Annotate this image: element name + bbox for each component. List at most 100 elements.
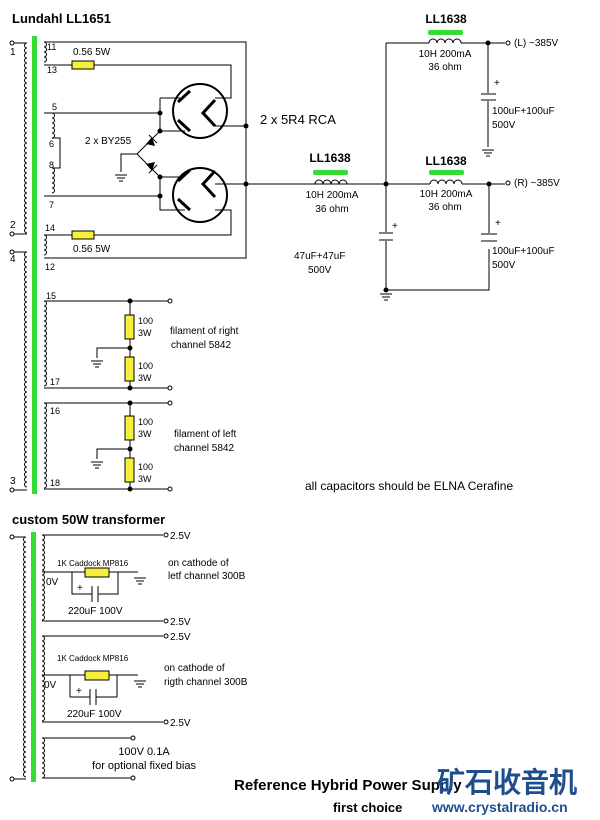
choke-right-spec1: 10H 200mA [420, 189, 473, 200]
cap-left-voltage: 500V [492, 120, 516, 131]
coil-8-7 [51, 167, 55, 194]
fil-r-r1-power: 3W [138, 328, 152, 338]
diodes-label: 2 x BY255 [85, 136, 132, 147]
rectifier-label: 2 x 5R4 RCA [260, 112, 336, 127]
cap-left-polarity: + [494, 78, 500, 89]
heater-r-top-voltage: 2.5V [170, 632, 191, 643]
choke-left-spec2: 36 ohm [428, 62, 461, 73]
primary-coil-1-2 [24, 42, 28, 234]
fil-l-label2: channel 5842 [174, 443, 234, 454]
resistor-0.56-top [71, 60, 95, 70]
choke-right-spec2: 36 ohm [428, 202, 461, 213]
heater-l-cap-polarity: + [77, 583, 83, 594]
primary-winding [14, 42, 28, 491]
bias-label2: for optional fixed bias [92, 760, 196, 772]
coil-16-18 [43, 402, 47, 489]
heater-transformer-title: custom 50W transformer [12, 512, 165, 527]
heater-r-cap-polarity: + [76, 686, 82, 697]
choke-right [429, 170, 464, 185]
pin-1-label: 1 [10, 47, 16, 58]
wire [94, 64, 232, 99]
diode-by255-pair [114, 130, 161, 182]
pin-14-label: 14 [45, 223, 55, 233]
heater-coil-right [41, 635, 45, 722]
pin-6-label: 6 [49, 139, 54, 149]
bias-winding-circuit [42, 735, 136, 781]
heater-l-cap: 220uF 100V [68, 606, 123, 617]
output-left-terminal [505, 40, 511, 46]
primary-terminal [9, 231, 15, 237]
capacitor-note: all capacitors should be ELNA Cerafine [305, 479, 513, 493]
pin-5-label: 5 [52, 102, 57, 112]
heater-r-label1: on cathode of [164, 663, 225, 674]
choke-main-spec2: 36 ohm [315, 204, 348, 215]
heater-r-resistor: 1K Caddock MP816 [57, 654, 129, 663]
footer-title: Reference Hybrid Power Supply [234, 777, 462, 794]
resistor-0.56-bottom [71, 230, 95, 240]
heater-r-cap: 220uF 100V [67, 709, 122, 720]
pin-11-label: 11 [47, 42, 56, 52]
coil-15-17 [43, 300, 47, 387]
heater-r-zero: 0V [44, 680, 57, 691]
filament-left-circuit [44, 400, 173, 492]
cap-47-voltage: 500V [308, 265, 332, 276]
pin-13-label: 13 [47, 65, 57, 75]
choke-main [313, 170, 348, 185]
heater-r-label2: rigth channel 300B [164, 677, 248, 688]
primary-coil-4-3 [24, 251, 28, 488]
heater-coil-left [41, 534, 45, 621]
fil-l-r2-value: 100 [138, 462, 153, 472]
heater-primary-terminal [9, 534, 15, 540]
heater-l-top-voltage: 2.5V [170, 531, 191, 542]
heater-l-resistor: 1K Caddock MP816 [57, 559, 129, 568]
watermark-chinese: 矿石收音机 [437, 766, 577, 798]
coil-5-6 [51, 112, 55, 139]
choke-main-spec1: 10H 200mA [306, 190, 359, 201]
fil-r-label1: filament of right [170, 326, 239, 337]
fil-l-r1-power: 3W [138, 429, 152, 439]
wire-6-8-link [52, 137, 61, 169]
output-right-terminal [505, 180, 511, 186]
pin-2-label: 2 [10, 220, 16, 231]
rectifier-tube-bottom [157, 167, 388, 223]
pin-8-label: 8 [49, 160, 54, 170]
primary-terminal [9, 249, 15, 255]
primary-terminal [9, 40, 15, 46]
pin-17-label: 17 [50, 377, 60, 387]
bias-label1: 100V 0.1A [118, 746, 170, 758]
cap-right-value: 100uF+100uF [492, 246, 555, 257]
fil-r-r2-power: 3W [138, 373, 152, 383]
cap-47-value: 47uF+47uF [294, 251, 345, 262]
heater-primary-terminal [9, 776, 15, 782]
pin-16-label: 16 [50, 406, 60, 416]
fil-l-r2-power: 3W [138, 474, 152, 484]
heater-windings [14, 534, 45, 780]
choke-right-name: LL1638 [425, 154, 467, 168]
junction [383, 287, 389, 293]
resistor-top-label: 0.56 5W [73, 47, 111, 58]
pin-15-label: 15 [46, 291, 56, 301]
heater-l-bottom-voltage: 2.5V [170, 617, 191, 628]
choke-left [428, 30, 463, 44]
watermark-url: www.crystalradio.cn [431, 799, 568, 815]
output-right-label: (R) ~385V [514, 178, 560, 189]
heater-l-label2: letf channel 300B [168, 571, 246, 582]
pin-7-label: 7 [49, 200, 54, 210]
cap-right-polarity: + [495, 218, 501, 229]
junction [243, 123, 249, 129]
primary-terminal [9, 487, 15, 493]
hv-outer-wire [44, 41, 247, 259]
cap-left-value: 100uF+100uF [492, 106, 555, 117]
heater-l-zero: 0V [46, 577, 59, 588]
wire [94, 209, 232, 236]
pin-18-label: 18 [50, 478, 60, 488]
wire [385, 241, 490, 291]
transformer-core [32, 36, 37, 494]
footer-subtitle: first choice [333, 800, 402, 815]
coil-14-12 [43, 234, 47, 256]
heater-left-circuit [42, 532, 169, 624]
junction [243, 181, 249, 187]
fil-r-label2: channel 5842 [171, 340, 231, 351]
fil-l-label1: filament of left [174, 429, 236, 440]
heater-right-circuit [42, 633, 169, 725]
